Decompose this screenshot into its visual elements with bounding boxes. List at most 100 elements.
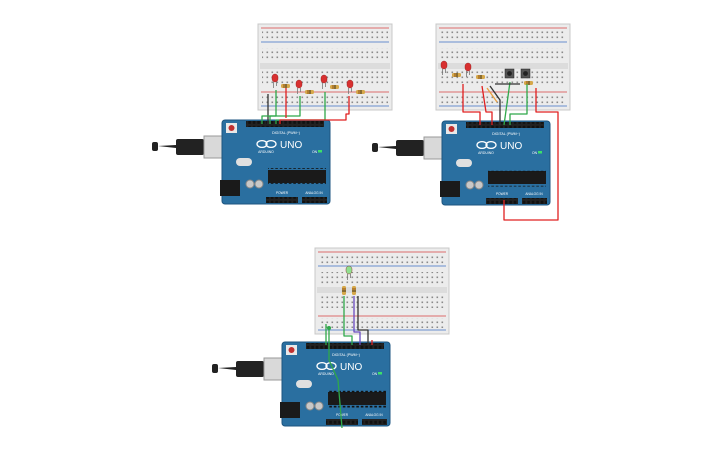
arduino-label: ARDUINO	[318, 372, 334, 376]
chip-pins	[488, 169, 546, 172]
power-jack	[280, 402, 300, 418]
push-button-cap	[507, 71, 512, 76]
center-channel	[260, 63, 390, 69]
power-pins	[266, 197, 298, 203]
digital-label: DIGITAL (PWM~)	[332, 353, 360, 357]
green-led	[345, 265, 353, 275]
resistor	[356, 90, 365, 94]
red-led	[464, 62, 472, 72]
power-jack	[440, 181, 460, 197]
chip-pins	[268, 168, 326, 171]
power-label: POWER	[276, 191, 289, 195]
red-led	[440, 60, 448, 70]
capacitor	[474, 180, 484, 190]
push-button-cap	[523, 71, 528, 76]
infinity-logo	[316, 361, 328, 371]
resistor	[476, 75, 485, 79]
wire-gnd	[489, 85, 501, 125]
terminal-holes	[319, 295, 445, 308]
wire-signal	[269, 96, 301, 124]
usb-cable-end	[152, 142, 158, 151]
wire-signal	[462, 84, 481, 125]
capacitor	[245, 179, 255, 189]
power-led	[538, 151, 542, 154]
power-pins	[486, 198, 518, 204]
crystal	[236, 158, 252, 166]
digital-label: DIGITAL (PWM~)	[492, 132, 520, 136]
red-led	[271, 73, 279, 83]
rail-holes	[319, 254, 445, 264]
uno-label: UNO	[500, 141, 522, 152]
rail-holes	[319, 318, 445, 328]
wire-signal	[343, 296, 353, 345]
resistor	[342, 286, 346, 295]
atmega-chip	[328, 392, 386, 405]
crystal	[456, 159, 472, 167]
infinity-logo	[265, 139, 277, 149]
wire-signal	[503, 81, 511, 126]
analog-pins	[302, 197, 327, 203]
wire-power	[503, 88, 559, 221]
uno-label: UNO	[340, 362, 362, 373]
capacitor	[254, 179, 264, 189]
center-channel	[317, 287, 447, 293]
wire-gnd	[357, 296, 369, 345]
terminal-holes	[440, 48, 566, 61]
digital-pins	[246, 121, 324, 127]
reset-button-cap	[228, 125, 235, 131]
usb-cable	[218, 367, 236, 370]
analog-pins	[362, 419, 387, 425]
wire-endpoint	[327, 326, 331, 330]
usb-cable	[378, 146, 396, 149]
infinity-logo	[485, 140, 497, 150]
resistor	[330, 85, 339, 89]
wire-signal	[279, 96, 350, 124]
resistor	[281, 84, 290, 88]
infinity-logo	[256, 139, 268, 149]
on-label: ON	[312, 150, 318, 154]
power-led	[318, 150, 322, 153]
usb-plug	[396, 140, 424, 156]
reset-button-cap	[448, 126, 455, 132]
red-led	[320, 74, 328, 84]
rail-holes	[262, 30, 388, 40]
capacitor	[305, 401, 315, 411]
wire-signal	[353, 296, 361, 345]
chip-pins	[328, 405, 386, 408]
crystal	[296, 380, 312, 388]
wire-gnd	[328, 328, 343, 429]
capacitor	[465, 180, 475, 190]
digital-label: DIGITAL (PWM~)	[272, 131, 300, 135]
wire-signal	[486, 87, 498, 103]
atmega-chip	[268, 170, 326, 183]
resistor	[452, 73, 461, 77]
analog-label: ANALOG IN	[305, 191, 323, 195]
wire-signal	[261, 90, 277, 124]
arduino-label: ARDUINO	[478, 151, 494, 155]
chip-pins	[488, 184, 546, 187]
resistor	[524, 81, 533, 85]
red-led	[295, 79, 303, 89]
wire-signal	[509, 84, 528, 125]
usb-cable-end	[212, 364, 218, 373]
power-jack	[220, 180, 240, 196]
digital-pins	[466, 122, 544, 128]
power-label: POWER	[496, 192, 509, 196]
on-label: ON	[532, 151, 538, 155]
usb-cable-end	[372, 143, 378, 152]
chip-pins	[328, 390, 386, 393]
capacitor	[314, 401, 324, 411]
red-led	[346, 79, 354, 89]
digital-pins	[306, 343, 384, 349]
rail-holes	[440, 30, 566, 40]
analog-label: ANALOG IN	[365, 413, 383, 417]
usb-plug	[236, 361, 264, 377]
infinity-logo	[476, 140, 488, 150]
center-channel	[438, 63, 568, 69]
arduino-label: ARDUINO	[258, 150, 274, 154]
